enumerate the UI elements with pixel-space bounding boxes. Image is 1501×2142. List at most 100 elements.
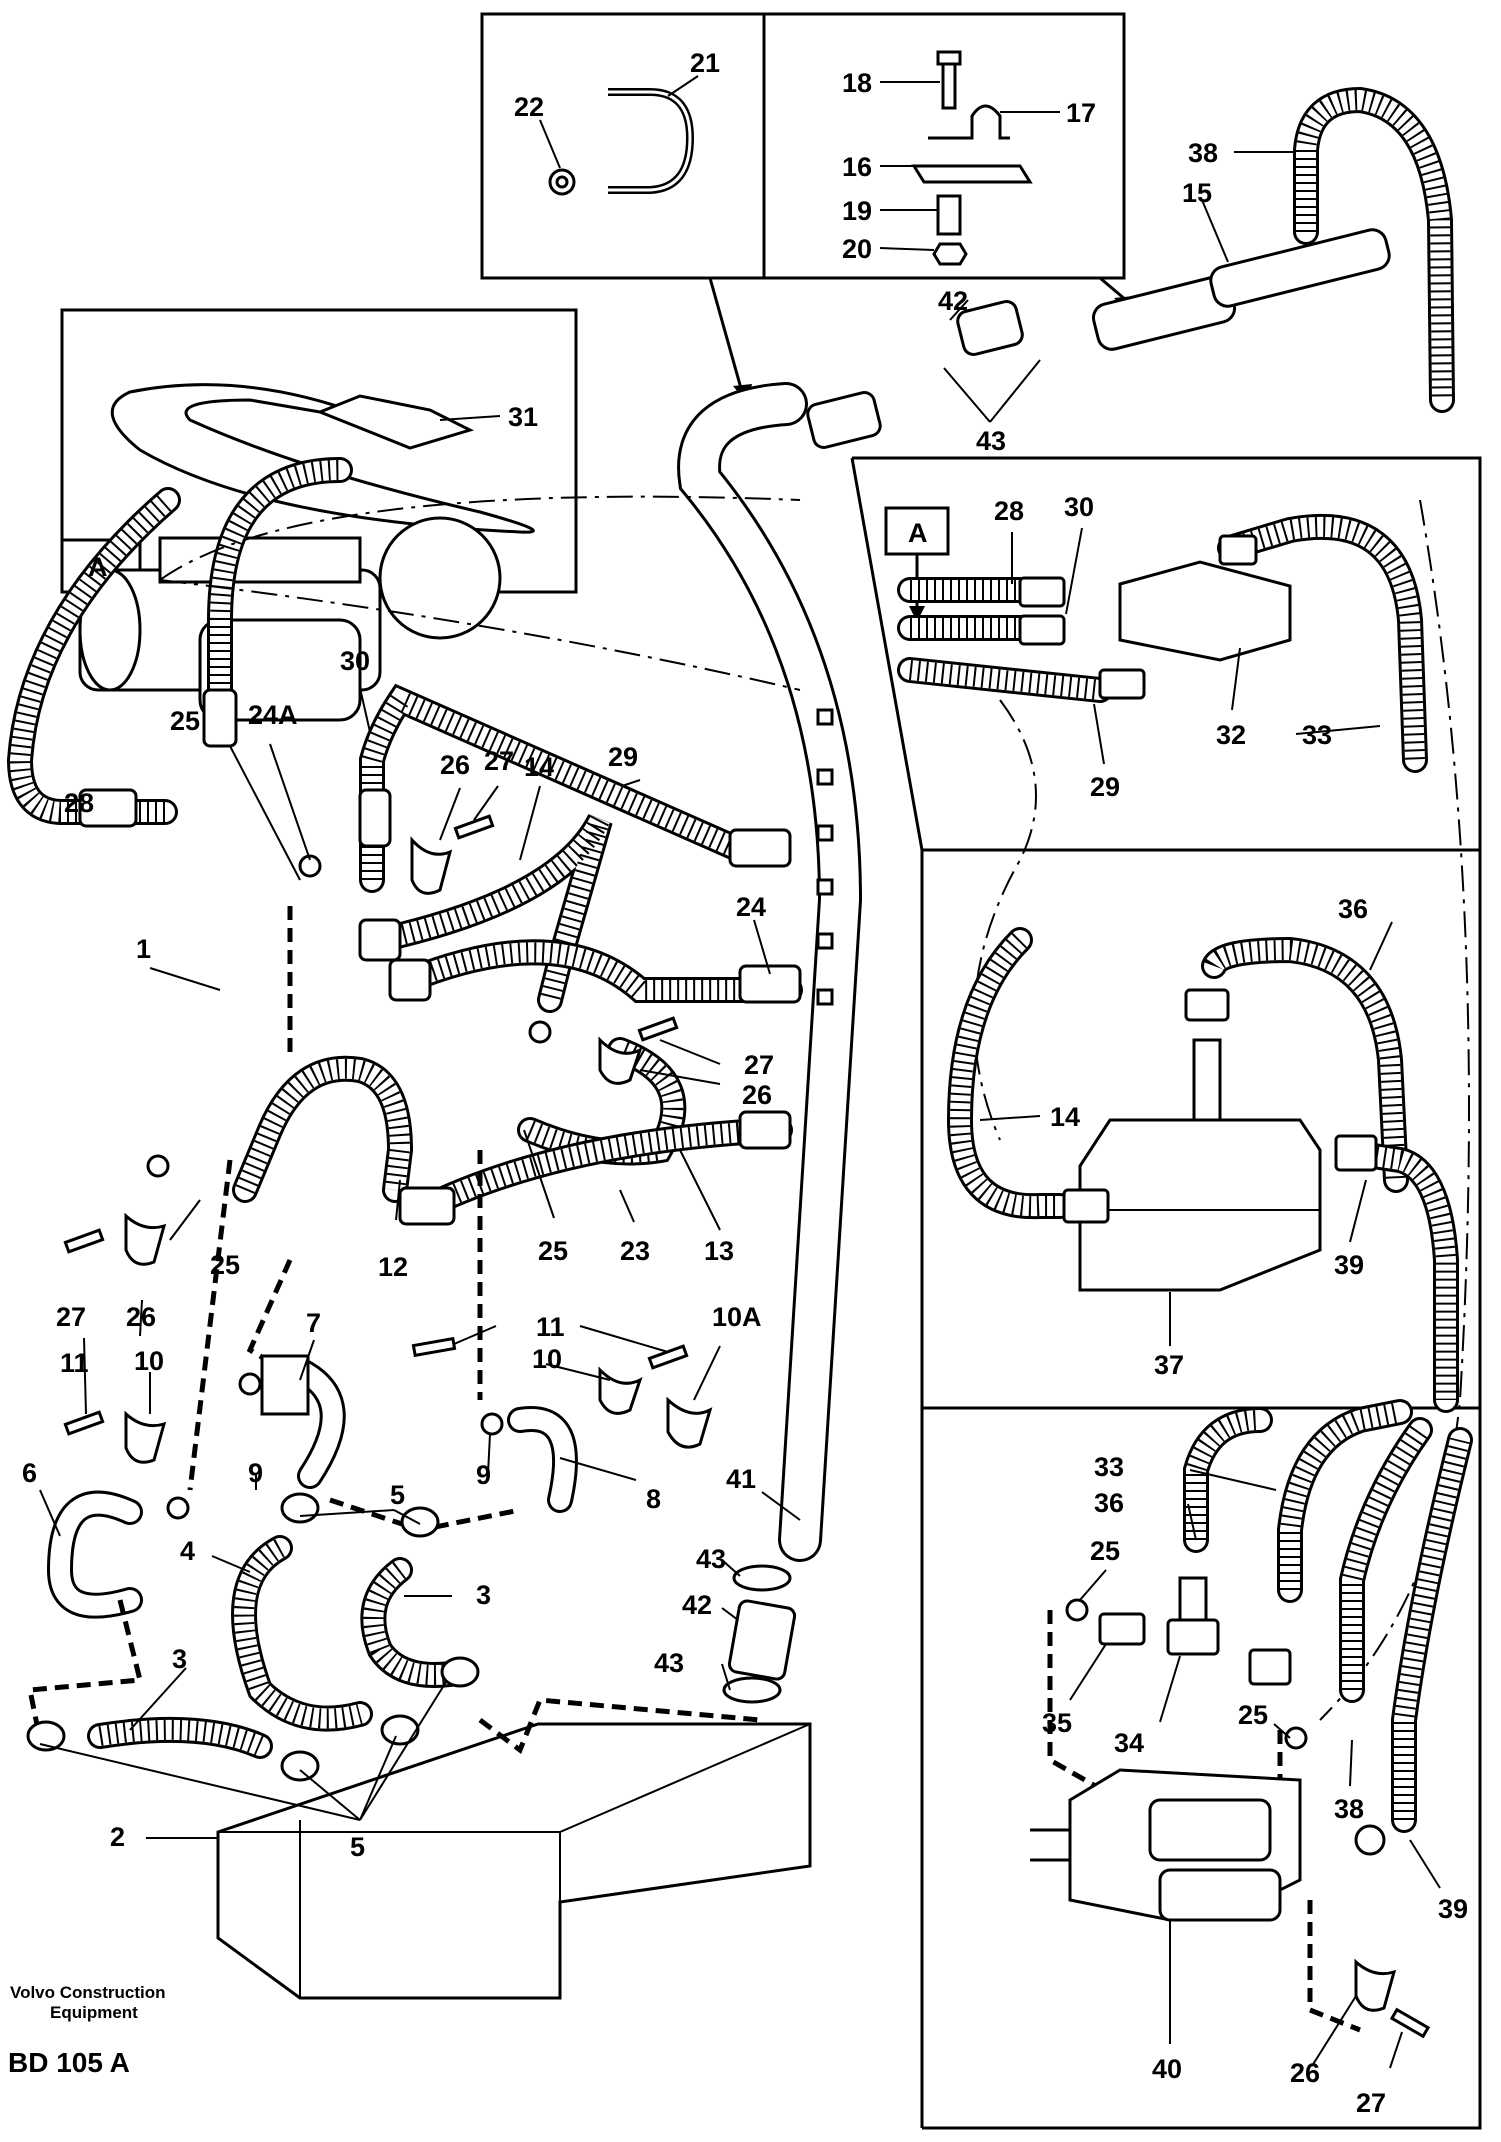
arrow-head-a [909,606,925,622]
top-detail-frame-right [762,12,1126,280]
fitting-24a [202,688,238,748]
nut-20 [932,242,968,266]
clamp-26a [410,836,453,895]
seal-25e [1284,1726,1308,1750]
callout-9-a: 9 [248,1458,263,1488]
clamp-detail [911,50,1033,266]
callout-40: 40 [1152,2054,1182,2084]
callout-39-lower: 39 [1438,1894,1468,1924]
callout-27-b: 27 [744,1050,774,1080]
fitting-24 [738,964,802,1004]
seal-25c [146,1154,170,1178]
valve-assembly-middle [946,927,1459,1413]
callout-22: 22 [514,92,544,122]
callout-33-lower: 33 [1094,1452,1124,1482]
seal-9b [166,1496,190,1520]
fitting-14b [388,958,432,1002]
callout-30-left: 30 [340,646,370,676]
callout-25-a: 25 [170,706,200,736]
plate-16 [911,164,1033,184]
clamp-5e [280,1750,320,1782]
maker-line-1: Volvo Construction [10,1983,166,2002]
valve-assembly-lower [1030,1399,1473,2039]
callout-32: 32 [1216,720,1246,750]
clamp-5a [280,1492,320,1524]
bolt-11c [647,1344,689,1370]
callout-27-a: 27 [484,746,514,776]
callout-36-lower: 36 [1094,1488,1124,1518]
fitting-23 [398,1186,456,1226]
callout-27-c: 27 [56,1302,86,1332]
callout-25-e: 25 [1238,1700,1268,1730]
fitting-29 [728,828,792,868]
callout-9-b: 9 [476,1460,491,1490]
callout-27-d: 27 [1356,2088,1386,2118]
filter-housing [378,516,502,640]
flange-7 [260,1354,310,1416]
callout-5-a: 5 [390,1480,405,1510]
callout-19: 19 [842,196,872,226]
callout-1: 1 [136,934,151,964]
callout-28-right: 28 [994,496,1024,526]
seal-9a [238,1372,262,1396]
valve-assembly-upper [897,513,1428,773]
callout-7: 7 [306,1308,321,1338]
callout-4: 4 [180,1536,195,1566]
fitting-35 [1098,1612,1146,1646]
clamp-10a2 [666,1396,713,1449]
callout-5-b: 5 [350,1832,365,1862]
fitting-14a [358,918,402,962]
bolt-27d [1389,2007,1431,2039]
callout-26-c: 26 [126,1302,156,1332]
callout-16: 16 [842,152,872,182]
callout-20: 20 [842,234,872,264]
right-panel-frame [852,456,1482,2130]
spacer-19 [936,194,962,236]
callout-15: 15 [1182,178,1212,208]
callout-29-left: 29 [608,742,638,772]
callout-31: 31 [508,402,538,432]
clamp-26c [124,1212,167,1266]
callout-25-c: 25 [538,1236,568,1266]
callout-10-a: 10 [134,1346,164,1376]
callout-26-d: 26 [1290,2058,1320,2088]
maker-line-2: Equipment [50,2003,138,2022]
callout-43-c: 43 [654,1648,684,1678]
callout-26-b: 26 [742,1080,772,1110]
callout-labels: 21 22 18 17 16 19 20 38 15 42 43 31 A A … [22,48,1468,2118]
callout-14-left: 14 [524,752,554,782]
callout-10-b: 10 [532,1344,562,1374]
bolt-27a [453,814,495,840]
detail-a-ref-label: A [908,518,928,548]
bolt-27b [637,1016,679,1042]
clamp-5b [400,1506,440,1538]
seal-25d [1065,1598,1089,1622]
clamp-5c [440,1656,480,1688]
top-detail-frame-left [480,12,766,280]
drawing-code: BD 105 A [8,2047,130,2078]
pump-assembly [78,516,812,2000]
callout-11-a: 11 [60,1348,89,1378]
right-panel-frame-left-edge [850,457,924,851]
fitting-30 [358,788,392,848]
u-bolt [608,88,695,194]
callout-36-mid: 36 [1338,894,1368,924]
callout-3-a: 3 [476,1580,491,1610]
callout-42-b: 42 [682,1590,712,1620]
connection-lines [27,495,1470,2033]
callout-8: 8 [646,1484,661,1514]
callout-35: 35 [1042,1708,1072,1738]
callout-25-b: 25 [210,1250,240,1280]
clamp-5f [26,1720,66,1752]
callout-3-b: 3 [172,1644,187,1674]
fitting-28 [78,788,138,828]
callout-33-right: 33 [1302,720,1332,750]
clamp-43a [732,1564,792,1592]
bolt-27c [63,1228,105,1254]
callout-17: 17 [1066,98,1096,128]
clamp-26b [598,1036,643,1085]
callout-6: 6 [22,1458,37,1488]
valve-15 [1209,228,1391,308]
seal-25a [298,854,322,878]
clamp-17 [928,104,1010,140]
